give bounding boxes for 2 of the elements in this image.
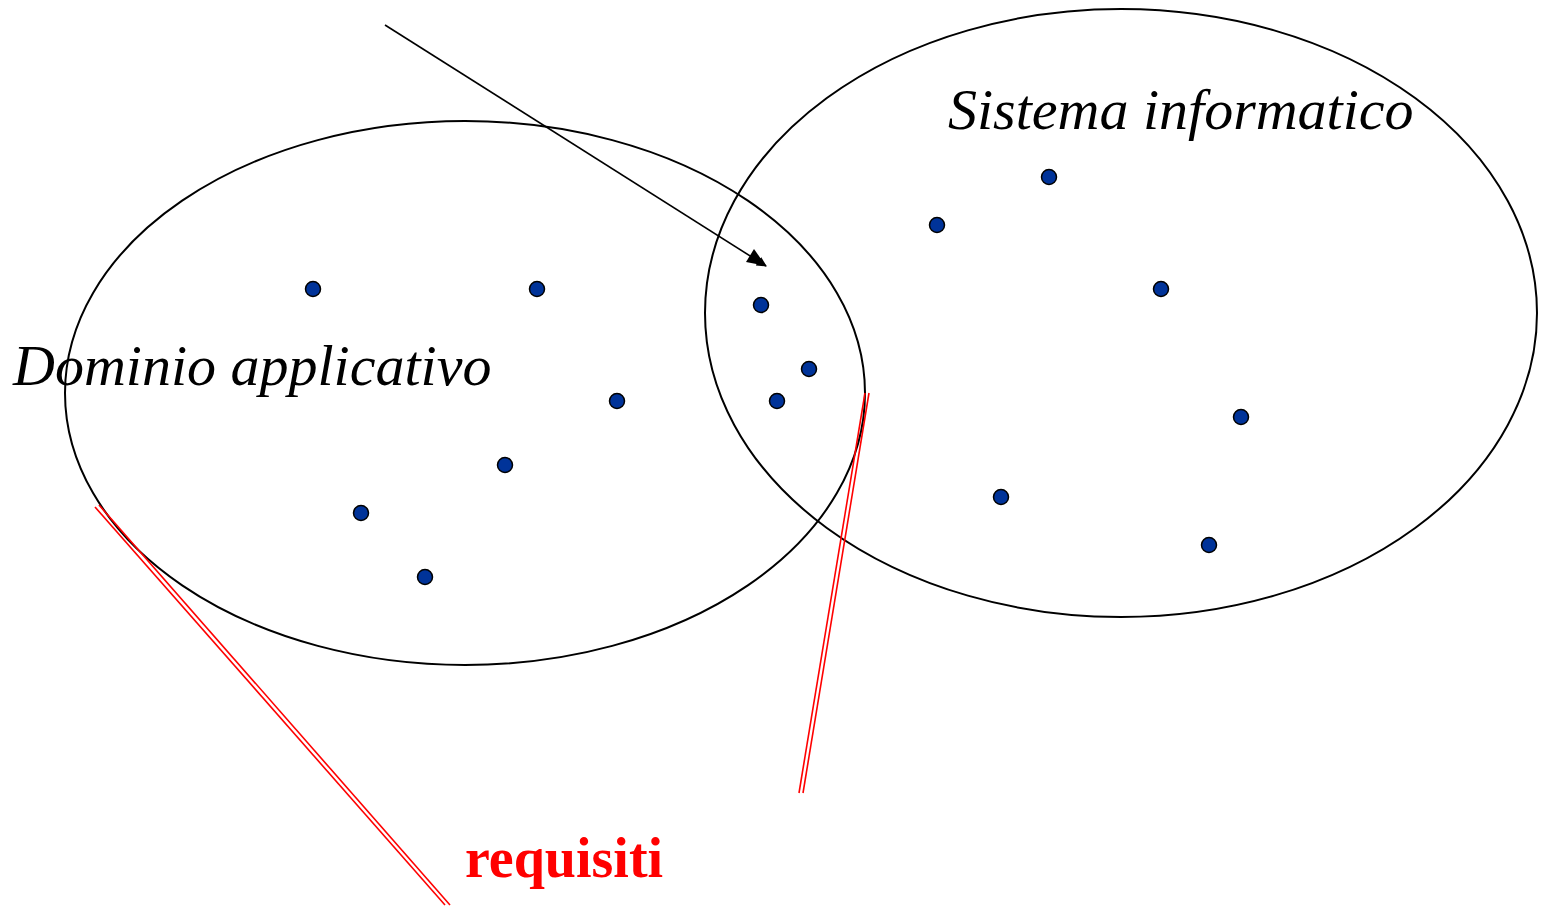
set-ellipse <box>703 7 1541 621</box>
set-title: Sistema informatico <box>948 81 1414 139</box>
